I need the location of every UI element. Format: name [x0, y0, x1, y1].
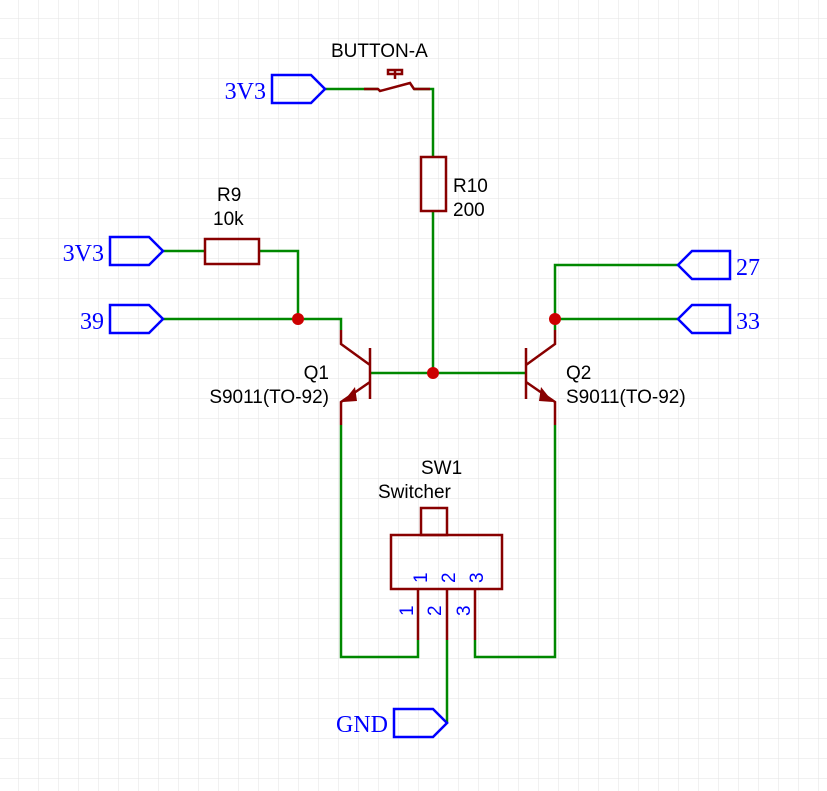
- r9-value: 10k: [213, 209, 244, 230]
- wire-27-to-q2: [553, 263, 678, 330]
- button-a-ref: BUTTON-A: [331, 41, 428, 62]
- q2-symbol: [524, 330, 557, 425]
- net-flag-27-label: 27: [736, 255, 760, 281]
- net-flag-gnd-label: GND: [336, 712, 388, 738]
- sw1-actuator: [419, 506, 449, 537]
- q2-emitter-arrow: [539, 387, 553, 402]
- net-flag-3v3-top-shape: [270, 73, 327, 105]
- q2-value: S9011(TO-92): [566, 387, 686, 408]
- sw1-outer-pin-1: 1: [397, 605, 418, 616]
- net-flag-3v3-left-shape: [108, 235, 165, 267]
- r10-value: 200: [453, 200, 485, 221]
- wire-39-to-q1: [163, 317, 343, 330]
- q1-emitter-arrow: [343, 387, 357, 402]
- net-flag-39-shape: [108, 303, 165, 335]
- r10-body: [419, 155, 448, 213]
- junctions: [292, 313, 561, 379]
- wire-r9-to-node: [259, 249, 300, 319]
- net-flag-33-shape: [676, 303, 732, 335]
- net-flag-39-label: 39: [80, 309, 104, 335]
- junction-39-node: [292, 313, 304, 325]
- net-flag-3v3-left-label: 3V3: [63, 241, 104, 267]
- sw1-pin-leads: [416, 589, 477, 640]
- q1-value: S9011(TO-92): [209, 387, 329, 408]
- net-flag-33-label: 33: [736, 309, 760, 335]
- net-flag-gnd-shape: [392, 707, 449, 739]
- sw1-inner-pin-2: 2: [439, 572, 460, 583]
- net-flags: [108, 73, 732, 739]
- junction-33-node: [549, 313, 561, 325]
- sw1-outer-pin-2: 2: [425, 605, 446, 616]
- q1-symbol: [339, 330, 372, 425]
- sw1-outer-pin-3: 3: [454, 605, 475, 616]
- q2-ref: Q2: [566, 363, 591, 384]
- components: [203, 68, 557, 640]
- junction-base-node: [427, 367, 439, 379]
- wire-q1-emitter-to-sw: [339, 425, 420, 659]
- net-flag-27-shape: [676, 249, 732, 281]
- q1-ref: Q1: [304, 363, 329, 384]
- net-flag-3v3-top-label: 3V3: [225, 79, 266, 105]
- sw1-inner-pin-3: 3: [467, 572, 488, 583]
- sw1-inner-pin-1: 1: [411, 572, 432, 583]
- r9-ref: R9: [217, 185, 241, 206]
- sw1-value: Switcher: [378, 482, 452, 503]
- wires: [163, 87, 678, 723]
- sw1-ref: SW1: [421, 458, 462, 479]
- r9-body: [203, 237, 261, 266]
- transistor-arrows: [343, 387, 553, 402]
- r10-ref: R10: [453, 176, 488, 197]
- wire-q2-emitter-to-sw: [473, 425, 557, 659]
- button-a-symbol: [364, 68, 430, 93]
